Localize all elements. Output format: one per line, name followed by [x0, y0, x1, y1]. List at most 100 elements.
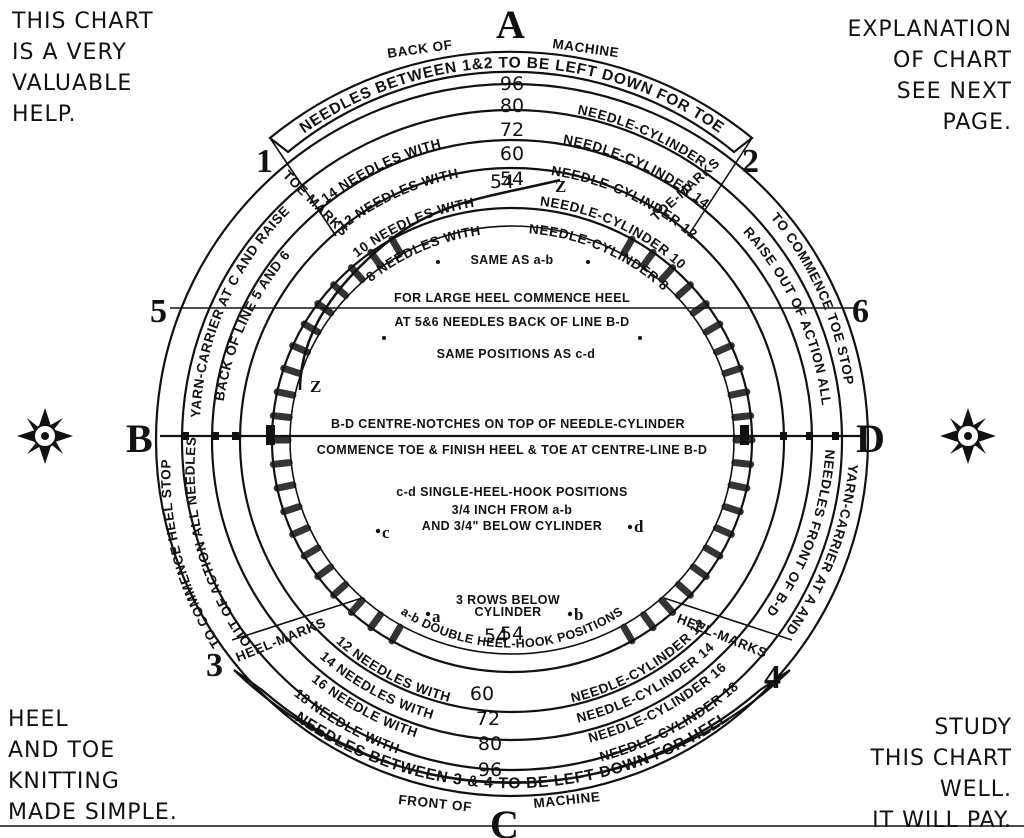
z-mark-top: Z: [555, 177, 566, 196]
needle-notch: [300, 320, 322, 336]
bottom-row-5-number: 96: [478, 759, 502, 781]
marker-1: 1: [256, 143, 273, 180]
needle-notch: [300, 544, 322, 560]
corner-note-bottom-left: HEEL AND TOE KNITTING MADE SIMPLE.: [8, 704, 178, 828]
marker-2: 2: [742, 143, 759, 180]
compass-rose-left-icon: [17, 408, 73, 464]
needle-notch: [658, 264, 677, 283]
machine-label-bottom: MACHINE: [533, 789, 601, 811]
cd-line-2: AND 3/4" BELOW CYLINDER: [422, 519, 602, 533]
cd-line-1: 3/4 INCH FROM a-b: [452, 503, 573, 517]
center-number-bottom: 54: [484, 625, 508, 647]
needle-notch: [675, 281, 694, 299]
corner-line: OF CHART: [892, 48, 1012, 73]
bottom-row-4-number: 80: [478, 733, 502, 755]
needle-notch: [702, 320, 724, 336]
corner-line: HEEL: [8, 707, 69, 732]
corner-line: SEE NEXT: [896, 79, 1012, 104]
needle-notch: [675, 581, 694, 599]
needle-notch: [280, 364, 303, 377]
corner-line: PAGE.: [942, 110, 1012, 135]
corner-line: THIS CHART: [12, 9, 154, 34]
needle-notch: [689, 563, 710, 580]
same-positions-cd: SAME POSITIONS AS c-d: [437, 347, 596, 361]
needle-notch: [347, 264, 366, 283]
machine-label-top: MACHINE: [552, 36, 621, 60]
needle-notch: [689, 300, 710, 317]
top-row-2-number: 80: [500, 95, 524, 117]
needle-notch: [620, 623, 636, 645]
marker-5: 5: [150, 293, 167, 330]
compass-rose-right-icon: [940, 408, 996, 464]
bd-line-caption: B-D CENTRE-NOTCHES ON TOP OF NEEDLE-CYLI…: [331, 417, 685, 431]
needle-notch: [314, 563, 335, 580]
needle-notches: [268, 235, 756, 645]
needle-notch: [388, 623, 404, 645]
corner-line: VALUABLE: [12, 71, 133, 96]
corner-line: KNITTING: [8, 769, 120, 794]
corner-line: AND TOE: [8, 738, 116, 763]
bottom-row-3-number: 72: [476, 708, 500, 730]
top-band: [268, 50, 754, 237]
heel-banner: NEEDLES BETWEEN 3 & 4 TO BE LEFT DOWN FO…: [292, 709, 732, 792]
needle-notch: [289, 524, 311, 538]
center-number-top: 54: [490, 171, 514, 193]
ab-line-2: CYLINDER: [474, 605, 541, 619]
top-row-5-number: 54: [500, 168, 524, 190]
b-label: b: [574, 605, 583, 624]
corner-note-bottom-right: STUDY THIS CHART WELL. IT WILL PAY.: [870, 712, 1012, 836]
marker-a: A: [496, 2, 525, 47]
top-row-3-number: 72: [500, 119, 524, 141]
marker-b: B: [126, 416, 153, 461]
needle-notch: [347, 597, 366, 616]
needle-notch: [273, 481, 297, 492]
heel-banner-text: NEEDLES BETWEEN 3 & 4 TO BE LEFT DOWN FO…: [292, 709, 731, 792]
front-of-label: FRONT OF: [398, 792, 473, 815]
corner-line: STUDY: [934, 715, 1012, 740]
needle-notch: [640, 611, 657, 632]
needle-notch: [721, 364, 744, 377]
marker-4: 4: [764, 659, 781, 696]
corner-line: WELL.: [939, 777, 1012, 802]
needle-notch: [731, 459, 755, 468]
needle-notch: [713, 342, 735, 356]
marker-d: D: [856, 416, 885, 461]
commence-line-caption: COMMENCE TOE & FINISH HEEL & TOE AT CENT…: [317, 443, 708, 457]
top-row-4-number: 60: [500, 143, 524, 165]
corner-line: MADE SIMPLE.: [8, 800, 178, 825]
needle-notch: [273, 388, 297, 399]
needle-notch: [727, 388, 751, 399]
ab-line-1: 3 ROWS BELOW: [456, 593, 560, 607]
needle-notch: [713, 524, 735, 538]
needle-notch: [269, 459, 293, 468]
needle-notch: [702, 544, 724, 560]
yarn-path: [298, 178, 561, 391]
same-as-ab: SAME AS a-b: [470, 253, 553, 267]
marker-6: 6: [852, 293, 869, 330]
needle-notch: [658, 597, 677, 616]
a-label: a: [432, 607, 441, 626]
z-mark-bottom: Z: [310, 377, 321, 396]
marker-3: 3: [206, 647, 223, 684]
bottom-band: [231, 597, 793, 785]
needle-notch: [367, 611, 384, 632]
large-heel-line-1: FOR LARGE HEEL COMMENCE HEEL: [394, 291, 630, 305]
needle-notch: [731, 412, 755, 421]
corner-note-top-right: EXPLANATION OF CHART SEE NEXT PAGE.: [847, 14, 1012, 138]
marker-c: C: [490, 802, 519, 838]
bd-ticks: [182, 425, 839, 445]
corner-line: IT WILL PAY.: [872, 808, 1012, 833]
needle-notch: [269, 412, 293, 421]
large-heel-line-2: AT 5&6 NEEDLES BACK OF LINE B-D: [394, 315, 629, 329]
needle-notch: [721, 503, 744, 516]
d-label: d: [634, 517, 644, 536]
needle-notch: [620, 235, 636, 257]
bottom-row-1-number: 54: [500, 623, 524, 645]
top-row-1-number: 96: [500, 73, 524, 95]
bottom-row-2-number: 60: [470, 683, 494, 705]
needle-notch: [727, 481, 751, 492]
c-label: c: [382, 523, 390, 542]
corner-line: THIS CHART: [870, 746, 1012, 771]
right-arc-lower-inner: NEEDLES FRONT OF B-D: [763, 449, 837, 620]
